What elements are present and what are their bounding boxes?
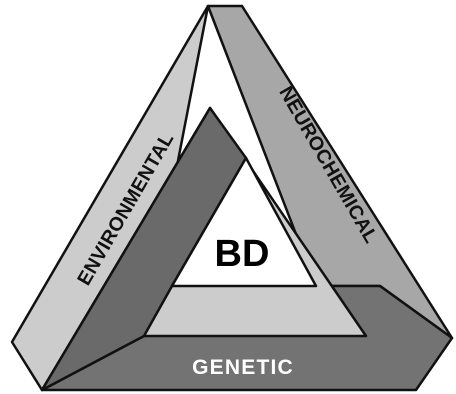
triangle-faces bbox=[10, 4, 454, 392]
label-genetic: GENETIC bbox=[192, 356, 294, 379]
label-bd: BD bbox=[215, 233, 270, 275]
center-triangle bbox=[170, 156, 318, 288]
inner-face bbox=[40, 106, 248, 392]
